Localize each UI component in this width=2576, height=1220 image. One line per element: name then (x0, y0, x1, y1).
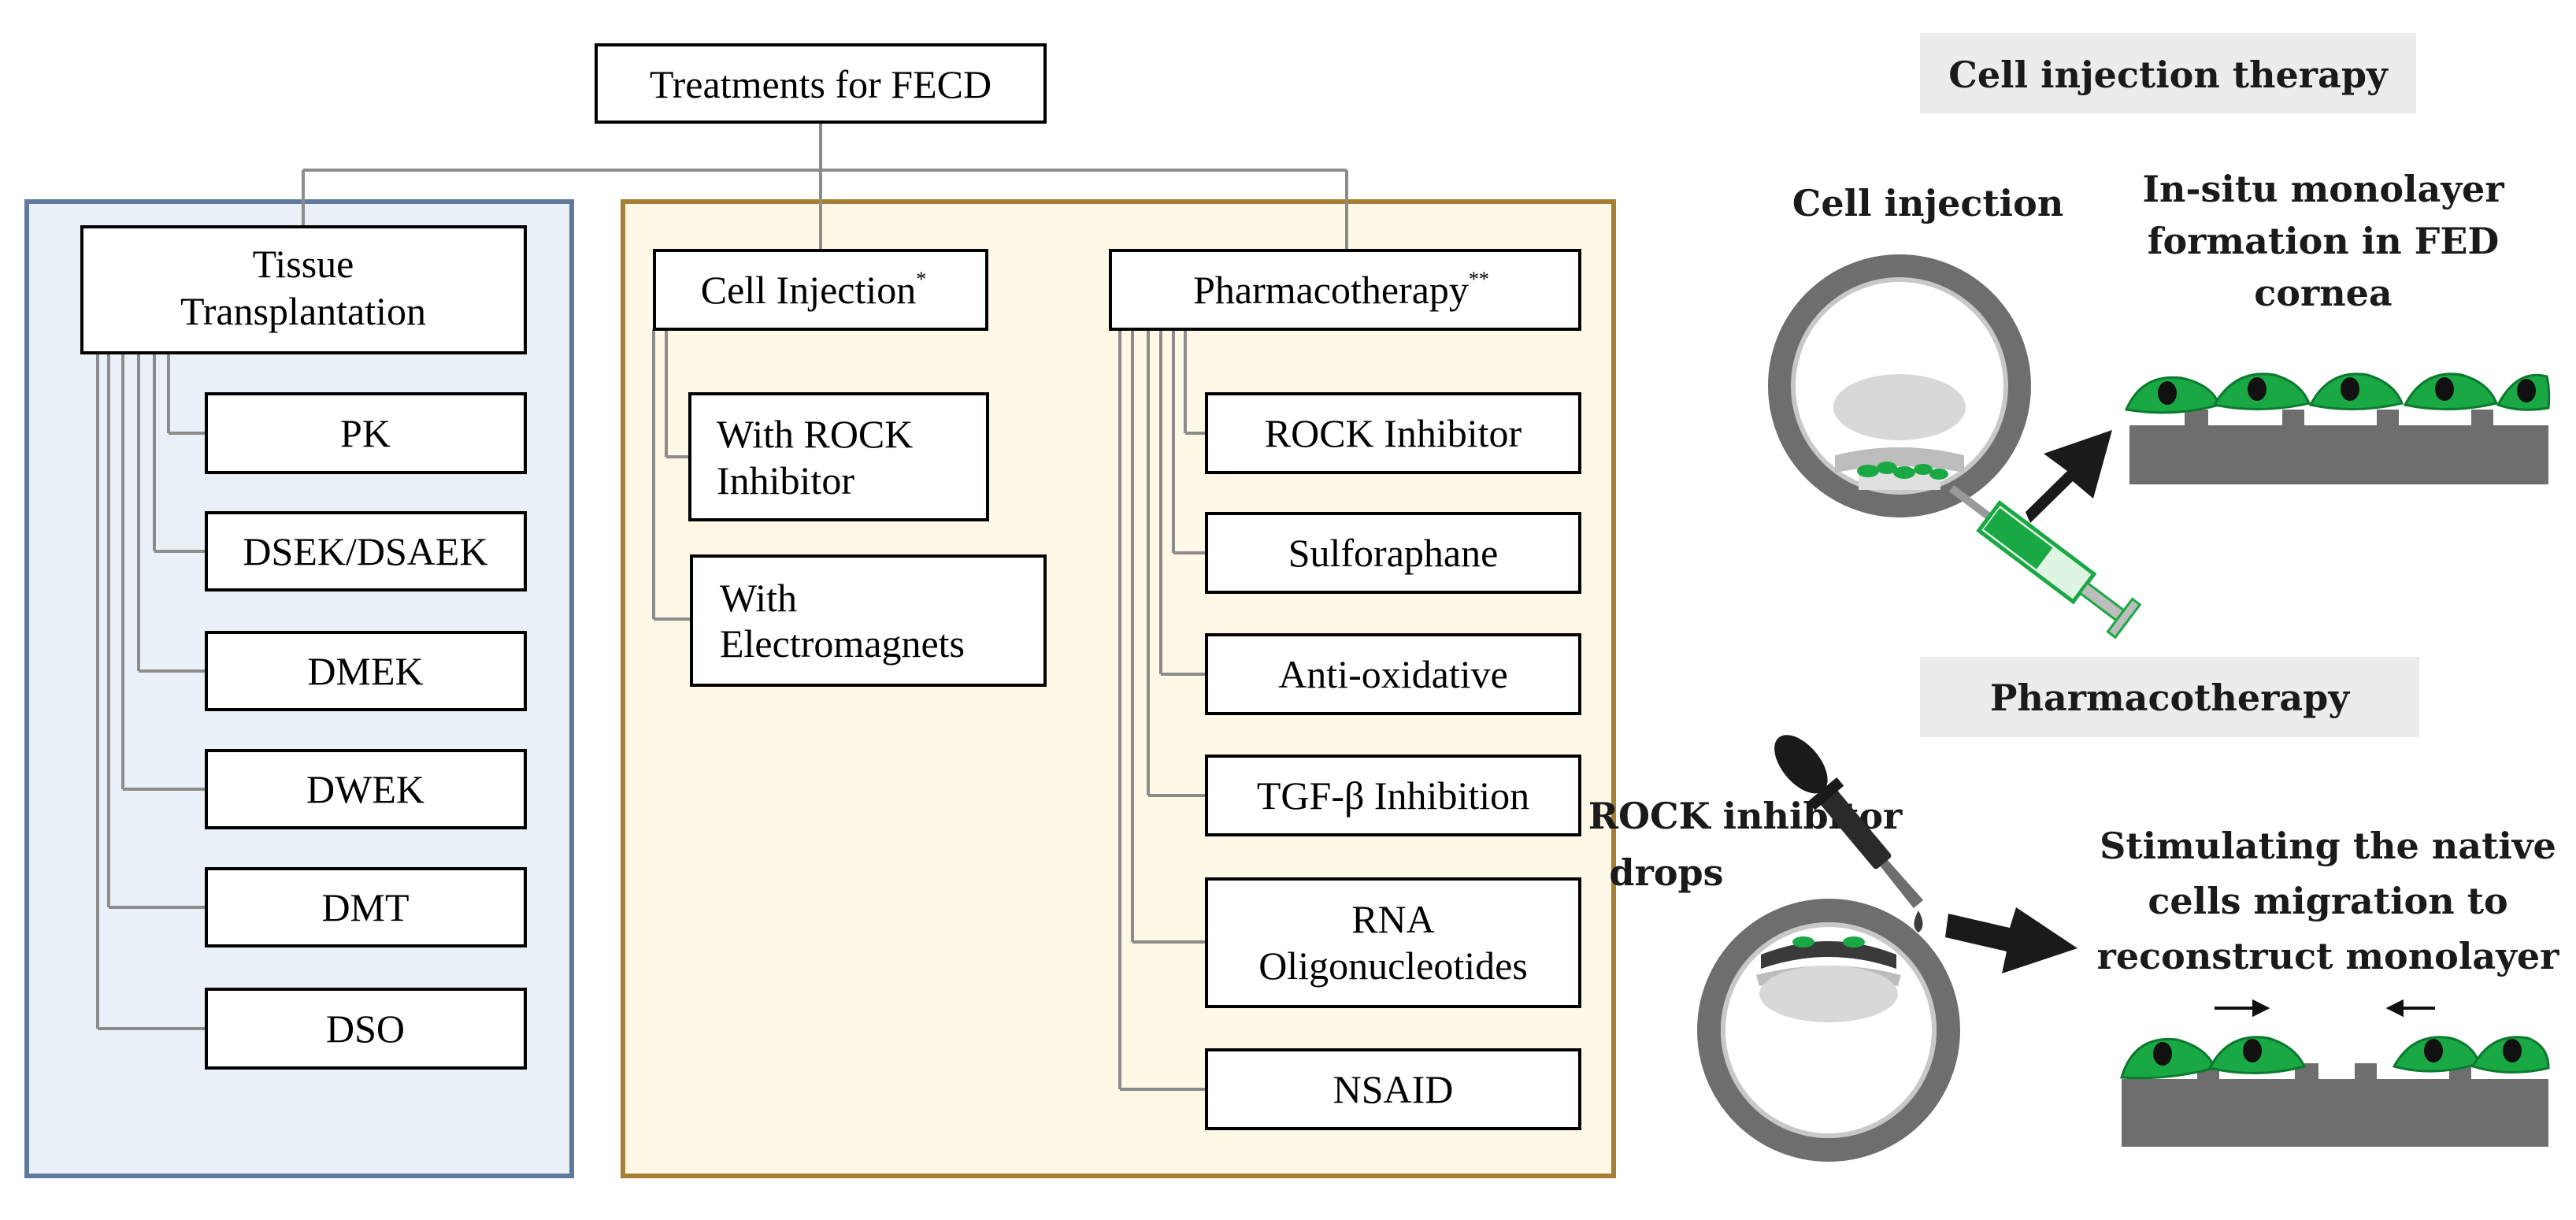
pharma-item-antioxidative: Anti-oxidative (1205, 633, 1581, 715)
eye-illustration-injection (1768, 254, 2031, 517)
tissue-item-label: DWEK (306, 767, 424, 811)
pharma-item-label: NSAID (1333, 1067, 1454, 1111)
monolayer-migration (2120, 999, 2550, 1147)
tissue-item-dwek: DWEK (205, 749, 527, 829)
pharmacotherapy-connectors (1118, 329, 1206, 1091)
tissue-label-line2: Transplantation (180, 289, 426, 333)
cell-injection-item-line2: Inhibitor (717, 458, 854, 502)
root-node: Treatments for FECD (595, 43, 1047, 124)
cell-injection-item-line1: With (720, 576, 797, 620)
pharma-header-bg (1920, 657, 2419, 737)
migration-arrows (2215, 999, 2435, 1018)
eye-illustration-drops (1697, 899, 1960, 1162)
cell-injection-item-line2: Electromagnets (720, 621, 965, 666)
dropper-icon (1774, 735, 1924, 909)
pharma-header: Pharmacotherapy (1990, 677, 2350, 719)
pharma-item-label: ROCK Inhibitor (1265, 411, 1522, 455)
tissue-item-dmek: DMEK (205, 631, 527, 711)
pharma-result-line1: Stimulating the native (2100, 825, 2556, 867)
monolayer-formed (2124, 373, 2551, 484)
arrow-icon (1945, 907, 2077, 973)
cell-therapy-header: Cell injection therapy (1948, 54, 2389, 96)
tissue-item-dsek: DSEK/DSAEK (205, 511, 527, 591)
pharma-item-label: TGF-β Inhibition (1257, 773, 1529, 818)
rock-drops-label-line2: drops (1609, 851, 1723, 894)
pharma-result-line2: cells migration to (2148, 880, 2507, 922)
cell-result-line3: cornea (2254, 272, 2392, 314)
pharma-item-label: Anti-oxidative (1278, 652, 1508, 696)
drop-icon (1914, 910, 1923, 933)
tissue-label-line1: Tissue (253, 242, 354, 286)
pharma-item-line2: Oligonucleotides (1258, 944, 1528, 988)
tissue-item-dso: DSO (205, 988, 527, 1070)
tissue-item-label: DMEK (307, 649, 423, 693)
tissue-connectors (96, 353, 206, 1030)
tissue-item-label: DMT (321, 885, 409, 929)
cell-result-line2: formation in FED (2148, 220, 2500, 262)
cell-injection-connectors (652, 329, 691, 621)
tissue-item-label: DSO (326, 1007, 405, 1051)
pharmacotherapy-label: Pharmacotherapy** (1193, 268, 1489, 312)
pharma-item-nsaid: NSAID (1205, 1048, 1581, 1130)
cell-injection-rock: With ROCK Inhibitor (688, 392, 989, 521)
pharma-item-line1: RNA (1351, 897, 1435, 941)
arrow-icon (2026, 430, 2112, 523)
pharmacotherapy-node: Pharmacotherapy** (1109, 249, 1581, 331)
injected-cells (1857, 462, 1948, 480)
cell-injection-label: Cell Injection* (701, 268, 927, 312)
pharma-item-rock: ROCK Inhibitor (1205, 392, 1581, 474)
cell-injection-node: Cell Injection* (653, 249, 988, 331)
cell-injection-item-line1: With ROCK (717, 412, 913, 456)
tissue-item-label: DSEK/DSAEK (243, 529, 487, 573)
cell-injection-eye-label: Cell injection (1792, 182, 2064, 224)
syringe-icon (1948, 485, 2142, 640)
cell-injection-electromagnets: With Electromagnets (690, 554, 1047, 687)
pharma-item-rna: RNA Oligonucleotides (1205, 877, 1581, 1008)
tissue-item-label: PK (340, 411, 391, 455)
root-label: Treatments for FECD (650, 62, 991, 106)
root-connectors (302, 123, 1348, 250)
tissue-transplantation-node: Tissue Transplantation (80, 225, 527, 354)
pharma-result-line3: reconstruct monolayer (2097, 935, 2559, 977)
tissue-item-dmt: DMT (205, 867, 527, 947)
pharma-item-sulforaphane: Sulforaphane (1205, 512, 1581, 594)
pharma-item-label: Sulforaphane (1288, 531, 1499, 575)
pharma-item-tgf: TGF-β Inhibition (1205, 755, 1581, 836)
cell-therapy-header-bg (1920, 33, 2416, 113)
tissue-item-pk: PK (205, 392, 527, 474)
cell-result-line1: In-situ monolayer (2142, 168, 2504, 210)
